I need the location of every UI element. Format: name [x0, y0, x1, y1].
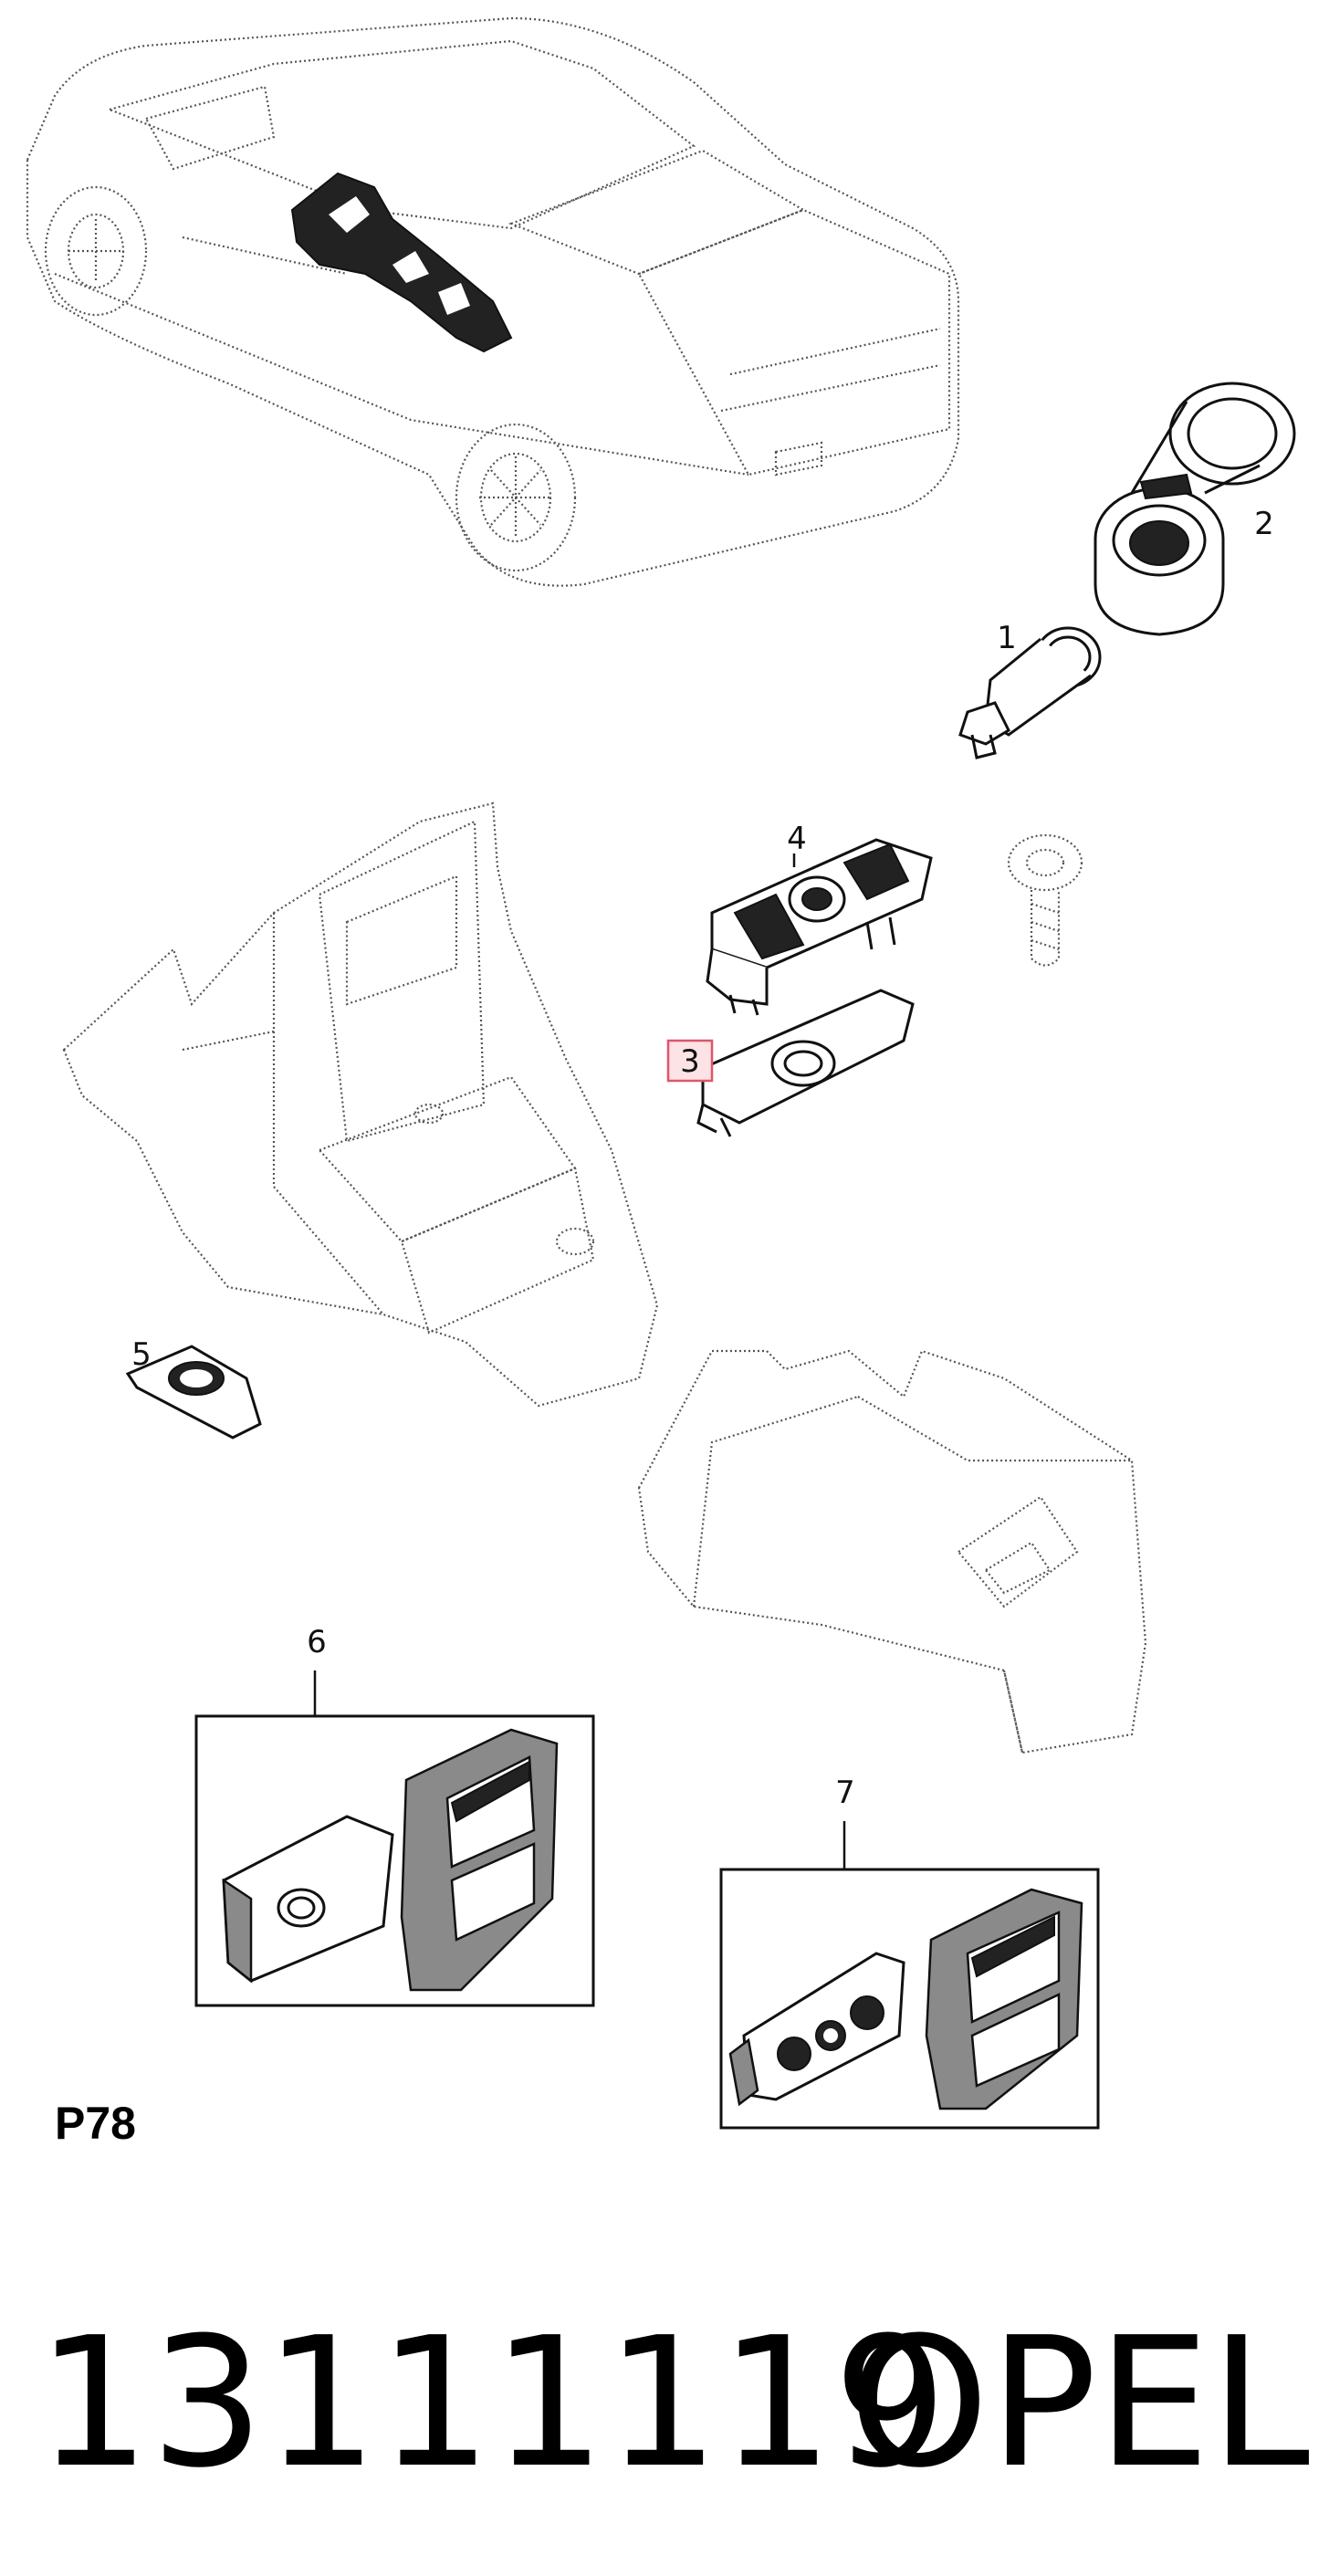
- leader-lines: [313, 853, 846, 1869]
- callout-1: 1: [997, 620, 1017, 656]
- screw: [1007, 833, 1083, 967]
- callout-5: 5: [131, 1336, 152, 1373]
- callout-6: 6: [307, 1624, 327, 1660]
- brand-name: OPEL: [848, 2299, 1310, 2508]
- part-5-trim-bezel: [125, 1345, 262, 1440]
- part-4-bezel-frame: [706, 838, 933, 1016]
- variant-box-7: [719, 1868, 1100, 2130]
- car-overview-illustration: [26, 16, 960, 587]
- callout-7: 7: [835, 1775, 855, 1811]
- callout-2: 2: [1254, 506, 1274, 542]
- part-1-lighter-insert: [958, 626, 1102, 759]
- part-3-cover-plate: [696, 989, 915, 1137]
- part-number: 13111119: [37, 2299, 947, 2508]
- sheet-code: P78: [55, 2098, 136, 2149]
- variant-box-6: [194, 1714, 595, 2007]
- center-console-illustration: [62, 801, 659, 1408]
- part-2-power-socket: [1094, 382, 1296, 636]
- callout-3: 3: [680, 1043, 700, 1080]
- rear-console-illustration: [637, 1349, 1147, 1754]
- callout-4: 4: [787, 821, 807, 857]
- callout-3-highlight: [666, 1039, 714, 1083]
